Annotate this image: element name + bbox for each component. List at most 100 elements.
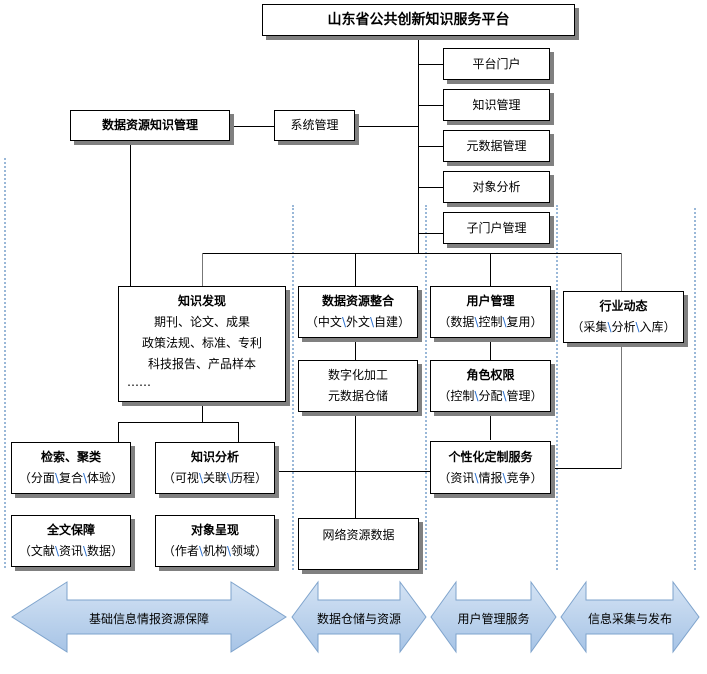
box-title: 角色权限 — [466, 368, 515, 382]
subtitle-part: 领域 — [231, 544, 256, 558]
subtitle-part: 复用 — [506, 315, 531, 329]
connector — [490, 253, 491, 287]
connector — [202, 402, 203, 422]
subtitle-part: 采集 — [583, 320, 608, 334]
subtitle-part: 资讯 — [58, 544, 83, 558]
box-title: 知识发现 — [177, 294, 226, 308]
column-divider — [694, 208, 696, 570]
platform-title-box[interactable]: 山东省公共创新知识服务平台 — [262, 4, 575, 36]
separator: \ — [227, 544, 232, 558]
industry-news-box[interactable]: 行业动态 （采集\分析\入库） — [563, 291, 684, 343]
connector — [355, 126, 418, 127]
connector — [418, 64, 443, 65]
menu-label: 对象分析 — [472, 179, 521, 194]
menu-metadata-mgmt[interactable]: 元数据管理 — [443, 130, 550, 162]
menu-portal[interactable]: 平台门户 — [443, 48, 550, 80]
box-title: 网络资源数据 — [322, 528, 395, 542]
object-presentation-box[interactable]: 对象呈现 （作者\机构\领域） — [155, 515, 275, 567]
subtitle-part: 作者 — [174, 544, 199, 558]
custom-service-box[interactable]: 个性化定制服务 （资讯\情报\竞争） — [430, 441, 551, 494]
connector — [355, 338, 356, 360]
separator: \ — [502, 315, 507, 329]
digitization-box[interactable]: 数字化加工 元数据仓储 — [298, 360, 418, 412]
column-divider — [4, 158, 6, 568]
subtitle-part: 资讯 — [450, 470, 475, 485]
box-subtitle: （控制\分配\管理） — [438, 389, 543, 403]
subtitle-part: 竞争 — [506, 470, 531, 485]
connector — [355, 410, 356, 518]
connector — [621, 253, 622, 291]
role-permission-box[interactable]: 角色权限 （控制\分配\管理） — [430, 360, 551, 412]
subtitle-part: 控制 — [450, 389, 475, 403]
separator: \ — [635, 320, 640, 334]
band-arrow-user-service — [430, 580, 557, 654]
box-subtitle: （数据\控制\复用） — [438, 315, 543, 329]
search-cluster-box[interactable]: 检索、聚类 （分面\复合\体验） — [11, 442, 131, 494]
connector — [490, 338, 491, 360]
menu-object-analysis[interactable]: 对象分析 — [443, 171, 550, 203]
band-label: 用户管理服务 — [457, 612, 530, 626]
subtitle-part: 关联 — [202, 471, 227, 485]
connector — [418, 105, 443, 106]
menu-label: 知识管理 — [472, 97, 521, 112]
subtitle-part: 外文 — [345, 315, 370, 329]
band-arrow-data-warehouse — [291, 580, 427, 654]
separator: \ — [474, 389, 479, 403]
subtitle-part: 分面 — [30, 471, 55, 485]
connector — [554, 468, 622, 469]
box-subtitle: （可视\关联\历程） — [162, 471, 268, 485]
box-title: 检索、聚类 — [40, 450, 101, 464]
connector — [118, 422, 239, 423]
connector — [418, 187, 443, 188]
knowledge-analysis-box[interactable]: 知识分析 （可视\关联\历程） — [155, 442, 275, 494]
connector — [202, 253, 203, 287]
separator: \ — [607, 320, 612, 334]
menu-label: 元数据管理 — [466, 138, 527, 153]
box-title: 对象呈现 — [190, 523, 239, 537]
box-label: 系统管理 — [290, 118, 339, 132]
subtitle-part: 数据 — [450, 315, 475, 329]
web-resource-data-box[interactable]: 网络资源数据 — [298, 518, 419, 570]
menu-label: 子门户管理 — [466, 220, 527, 235]
box-title: 数据资源知识管理 — [101, 118, 198, 132]
subtitle-part: 自建 — [374, 315, 399, 329]
data-resource-mgmt-box[interactable]: 数据资源知识管理 — [70, 110, 230, 141]
connector — [202, 253, 622, 254]
connector — [418, 36, 419, 253]
connector — [276, 471, 430, 472]
subtitle-part: 体验 — [87, 471, 112, 485]
box-subtitle: （资讯\情报\竞争） — [438, 470, 543, 485]
box-line: 期刊、论文、成果 — [153, 315, 250, 329]
connector — [118, 422, 119, 442]
separator: \ — [198, 544, 203, 558]
subtitle-part: 机构 — [202, 544, 227, 558]
box-line: …… — [127, 375, 151, 389]
user-mgmt-box[interactable]: 用户管理 （数据\控制\复用） — [430, 286, 551, 338]
subtitle-part: 中文 — [317, 315, 342, 329]
fulltext-guarantee-box[interactable]: 全文保障 （文献\资讯\数据） — [11, 515, 131, 567]
band-label: 信息采集与发布 — [587, 612, 672, 626]
data-integration-box[interactable]: 数据资源整合 （中文\外文\自建） — [298, 286, 418, 338]
subtitle-part: 文献 — [30, 544, 55, 558]
system-mgmt-box[interactable]: 系统管理 — [274, 110, 355, 141]
connector — [355, 253, 356, 287]
column-divider — [292, 205, 294, 570]
box-line: 元数据仓储 — [327, 389, 388, 403]
menu-subportal-mgmt[interactable]: 子门户管理 — [443, 212, 550, 244]
menu-knowledge-mgmt[interactable]: 知识管理 — [443, 89, 550, 121]
band-label: 数据仓储与资源 — [316, 612, 401, 626]
connector — [230, 126, 275, 127]
band-arrow-basic-resources — [11, 581, 287, 653]
box-title: 数据资源整合 — [321, 294, 394, 308]
box-title: 行业动态 — [599, 299, 648, 313]
connector — [418, 233, 443, 234]
subtitle-part: 可视 — [174, 471, 199, 485]
subtitle-part: 控制 — [478, 315, 503, 329]
band-arrow-info-collection — [560, 580, 700, 654]
separator: \ — [83, 471, 88, 485]
box-subtitle: （文献\资讯\数据） — [18, 544, 124, 558]
box-subtitle: （中文\外文\自建） — [305, 315, 411, 329]
separator: \ — [54, 544, 59, 558]
knowledge-discovery-box[interactable]: 知识发现 期刊、论文、成果 政策法规、标准、专利 科技报告、产品样本 …… — [118, 286, 286, 402]
